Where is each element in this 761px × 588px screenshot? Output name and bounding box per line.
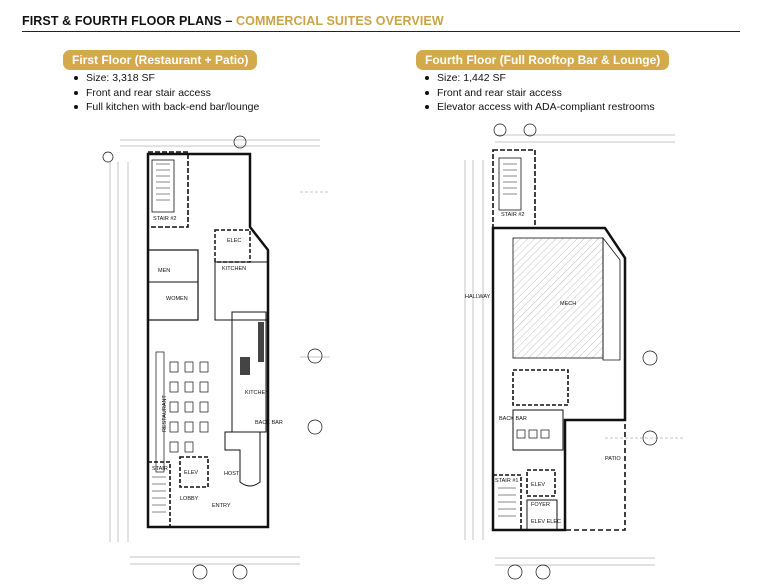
- plan-label: ELEV: [184, 470, 198, 476]
- plan-label: BACK BAR: [255, 420, 283, 426]
- plan-label: ELEV: [531, 482, 545, 488]
- plan-label: KITCHEN: [245, 390, 269, 396]
- first-floor-plan: STAIR #2 ELEC MEN WOMEN KITCHEN KITCHEN …: [102, 135, 330, 580]
- plan-label: BACK BAR: [499, 416, 527, 422]
- plan-label: RESTAURANT: [162, 394, 168, 432]
- plan-label: KITCHEN: [222, 266, 246, 272]
- title-main: FIRST & FOURTH FLOOR PLANS –: [22, 14, 237, 28]
- first-floor-bullet: Full kitchen with back-end bar/lounge: [72, 100, 259, 115]
- fourth-floor-bullet: Elevator access with ADA-compliant restr…: [423, 100, 655, 115]
- plan-label: MECH: [560, 301, 576, 307]
- plan-label: STAIR #2: [501, 212, 524, 218]
- plan-label: STAIR: [152, 466, 168, 472]
- plan-label: HALLWAY: [465, 294, 491, 300]
- first-floor-badge: First Floor (Restaurant + Patio): [63, 50, 258, 70]
- plan-label: STAIR #2: [153, 216, 176, 222]
- plan-label: PATIO: [605, 456, 621, 462]
- fourth-floor-bullet: Front and rear stair access: [423, 86, 655, 101]
- plan-label: FOYER: [531, 502, 550, 508]
- first-floor-bullet: Front and rear stair access: [72, 86, 259, 101]
- plan-label: STAIR #1: [495, 478, 518, 484]
- plan-label: ELEC: [227, 238, 241, 244]
- fourth-floor-bullets: Size: 1,442 SF Front and rear stair acce…: [423, 71, 655, 115]
- plan-label: MEN: [158, 268, 170, 274]
- fourth-floor-bullet: Size: 1,442 SF: [423, 71, 655, 86]
- plan-label: ELEV ELEC: [531, 519, 561, 525]
- plan-label: WOMEN: [166, 296, 188, 302]
- fourth-floor-plan: STAIR #2 HALLWAY MECH BACK BAR PATIO STA…: [464, 123, 685, 580]
- first-floor-bullets: Size: 3,318 SF Front and rear stair acce…: [72, 71, 259, 115]
- title-accent: COMMERCIAL SUITES OVERVIEW: [236, 14, 444, 28]
- fourth-floor-badge: Fourth Floor (Full Rooftop Bar & Lounge): [416, 50, 670, 70]
- plan-label: ENTRY: [212, 503, 231, 509]
- plan-label: HOST: [224, 471, 240, 477]
- first-floor-bullet: Size: 3,318 SF: [72, 71, 259, 86]
- plan-label: LOBBY: [180, 496, 199, 502]
- page-title: FIRST & FOURTH FLOOR PLANS – COMMERCIAL …: [22, 14, 444, 28]
- title-rule: [22, 31, 740, 32]
